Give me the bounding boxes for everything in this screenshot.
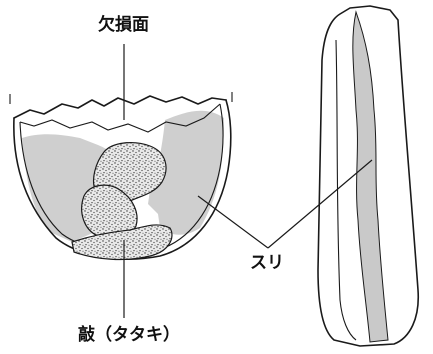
elongated-stone: [318, 6, 418, 346]
stone-ridge-line: [336, 40, 356, 340]
bowl-fragment: [10, 92, 232, 259]
label-broken-surface: 欠損面: [98, 14, 149, 35]
label-pecked-surface: 敲（タタキ）: [78, 324, 180, 345]
leader-rubbed-left: [198, 196, 268, 248]
rubbed-strip: [353, 12, 388, 342]
label-rubbed-surface: スリ: [250, 253, 284, 273]
